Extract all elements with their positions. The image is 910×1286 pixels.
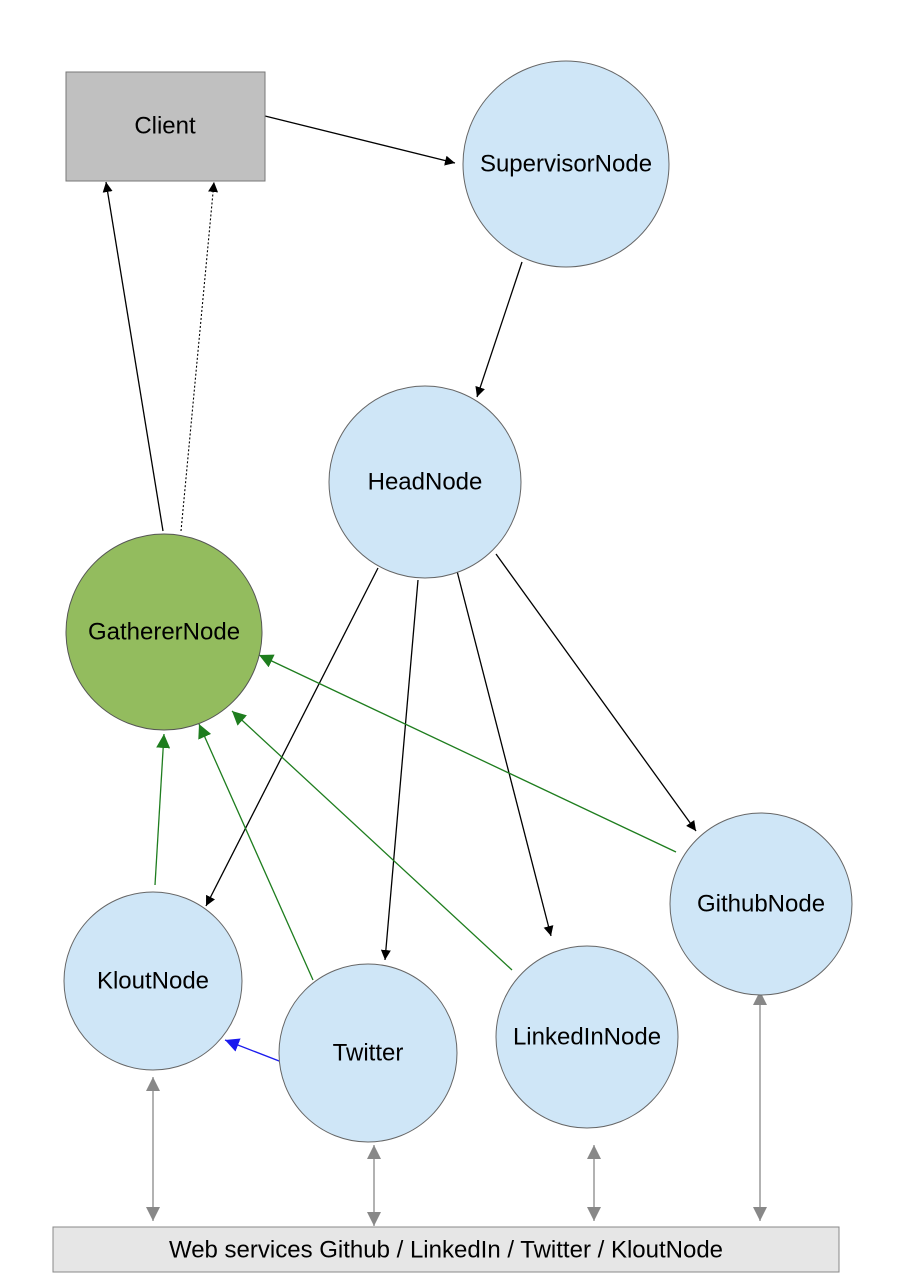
klout-circle (63, 891, 243, 1071)
github-label: GithubNode (697, 891, 825, 918)
head-label: HeadNode (368, 469, 483, 496)
github-node[interactable]: GithubNode (669, 812, 853, 996)
nodes: Client SupervisorNode HeadNode GathererN… (52, 60, 853, 1273)
twitter-node[interactable]: Twitter (278, 963, 458, 1143)
edge-supervisor-to-head (475, 261, 523, 398)
klout-label: KloutNode (97, 968, 209, 995)
webservices-node[interactable]: Web services Github / LinkedIn / Twitter… (52, 1226, 840, 1273)
supervisor-label: SupervisorNode (480, 151, 652, 178)
github-circle (669, 812, 853, 996)
client-node[interactable]: Client (65, 71, 266, 182)
klout-node[interactable]: KloutNode (63, 891, 243, 1071)
edge-head-to-linkedin (456, 570, 554, 937)
head-node[interactable]: HeadNode (328, 385, 522, 579)
gatherer-label: GathererNode (88, 619, 240, 646)
supervisor-circle (462, 60, 670, 268)
edge-klout-to-gatherer (154, 733, 171, 886)
edge-twitter-to-gatherer (198, 723, 314, 981)
client-box (65, 71, 266, 182)
edge-github-to-gatherer (258, 654, 677, 853)
webservices-label: Web services Github / LinkedIn / Twitter… (169, 1237, 723, 1264)
edge-head-to-github (495, 553, 697, 832)
webservices-box (52, 1226, 840, 1273)
edge-head-to-twitter (380, 579, 419, 961)
client-label: Client (134, 113, 196, 140)
edge-head-to-klout (205, 567, 379, 907)
edges (102, 115, 767, 1226)
gatherer-circle (65, 533, 263, 731)
gatherer-node[interactable]: GathererNode (65, 533, 263, 731)
supervisor-node[interactable]: SupervisorNode (462, 60, 670, 268)
edge-gatherer-to-client-solid (102, 181, 164, 532)
edge-linkedin-to-gatherer (231, 710, 513, 971)
linkedin-circle (495, 945, 679, 1129)
edge-gatherer-to-client-dotted (180, 181, 219, 532)
edge-client-to-supervisor (264, 115, 456, 166)
twitter-label: Twitter (333, 1040, 404, 1067)
linkedin-label: LinkedInNode (513, 1024, 661, 1051)
twitter-circle (278, 963, 458, 1143)
linkedin-node[interactable]: LinkedInNode (495, 945, 679, 1129)
head-circle (328, 385, 522, 579)
